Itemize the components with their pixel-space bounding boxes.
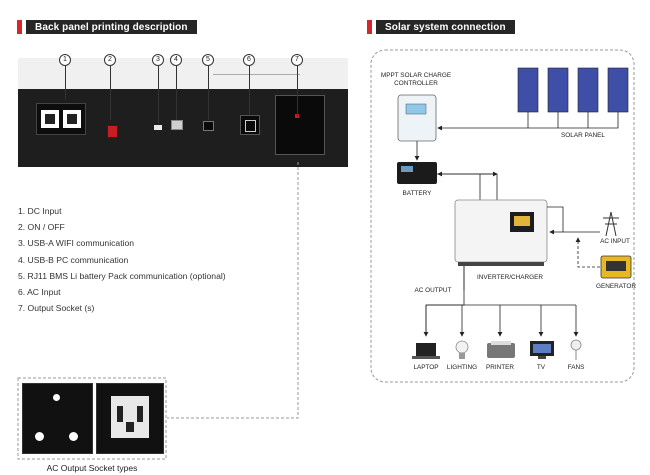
load-label-fans: FANS <box>567 364 585 371</box>
leader-line-2 <box>110 66 111 120</box>
list-item: 4. USB-B PC communication <box>18 254 129 265</box>
load-label-tv: TV <box>536 364 546 371</box>
ac-input-pylon <box>603 211 619 237</box>
back-panel <box>18 89 348 167</box>
list-item: 6. AC Input <box>18 286 61 297</box>
marker-2: 2 <box>104 54 116 66</box>
lighting-icon <box>455 340 469 359</box>
output-socket <box>275 95 325 155</box>
ac-input-socket <box>240 115 260 135</box>
generator-label: GENERATOR <box>596 283 636 290</box>
rj11-port <box>203 121 214 131</box>
leader-line-4 <box>176 66 177 120</box>
marker-4: 4 <box>170 54 182 66</box>
dc-input-terminal <box>36 103 86 135</box>
socket-dashed-line <box>167 162 299 419</box>
solar-system-title: Solar system connection <box>376 20 515 34</box>
system-box-outline <box>370 49 635 383</box>
battery-label: BATTERY <box>402 190 432 197</box>
panel-seam <box>213 74 300 75</box>
ac-output-label: AC OUTPUT <box>414 287 452 294</box>
back-panel-title: Back panel printing description <box>26 20 197 34</box>
laptop-icon <box>412 343 440 359</box>
socket-type-universal <box>96 383 164 454</box>
mppt-controller-body <box>397 94 437 142</box>
list-item: 2. ON / OFF <box>18 222 65 233</box>
ac-input-label: AC INPUT <box>600 238 630 245</box>
solar-panel-label: SOLAR PANEL <box>561 132 605 139</box>
marker-5: 5 <box>202 54 214 66</box>
list-item: 3. USB-A WIFI communication <box>18 238 135 249</box>
solar-system-header: Solar system connection <box>367 20 515 34</box>
leader-line-7 <box>297 66 298 116</box>
marker-1: 1 <box>59 54 71 66</box>
leader-line-6 <box>249 66 250 114</box>
marker-7: 7 <box>291 54 303 66</box>
back-panel-header: Back panel printing description <box>17 20 197 34</box>
battery-body <box>397 162 437 184</box>
solar-panel-array <box>517 67 629 113</box>
marker-6: 6 <box>243 54 255 66</box>
list-item: 1. DC Input <box>18 206 62 216</box>
leader-line-5 <box>208 66 209 120</box>
inverter-label: INVERTER/CHARGER <box>477 274 543 281</box>
list-item: 5. RJ11 BMS Li battery Pack communicatio… <box>18 270 226 281</box>
marker-3: 3 <box>152 54 164 66</box>
socket-caption: AC Output Socket types <box>46 463 138 473</box>
socket-type-round-pin <box>22 383 93 454</box>
header-accent <box>367 20 372 34</box>
load-label-printer: PRINTER <box>485 364 515 371</box>
socket-box-outline <box>17 377 167 460</box>
usb-a-port <box>154 125 162 130</box>
back-panel-item-list: 1. DC Input 2. ON / OFF 3. USB-A WIFI co… <box>18 206 226 319</box>
list-item: 7. Output Socket (s) <box>18 303 95 314</box>
fan-icon <box>570 339 582 360</box>
controller-label: MPPT SOLAR CHARGE CONTROLLER <box>380 72 452 87</box>
header-accent <box>17 20 22 34</box>
leader-line-3 <box>158 66 159 124</box>
leader-line-1 <box>65 66 66 100</box>
load-label-lighting: LIGHTING <box>446 364 478 371</box>
power-switch <box>107 125 118 138</box>
usb-b-port <box>171 120 183 130</box>
tv-icon <box>530 341 554 359</box>
printer-icon <box>487 341 515 358</box>
load-label-laptop: LAPTOP <box>413 364 439 371</box>
